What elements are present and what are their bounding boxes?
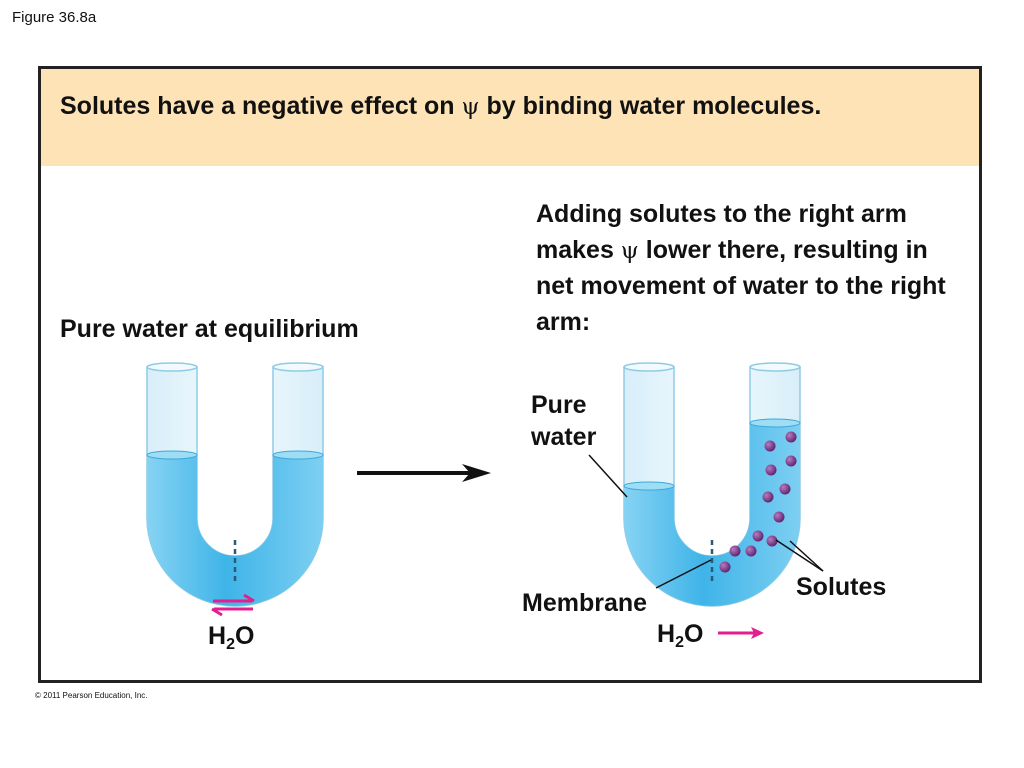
equilibrium-arrows-icon xyxy=(211,593,255,617)
solute-particle xyxy=(766,535,778,547)
right-tube-water-surface-left xyxy=(623,481,675,491)
transition-arrow xyxy=(357,464,491,482)
right-tube-water-surface-right xyxy=(749,418,801,428)
membrane-leader xyxy=(655,559,712,589)
left-tube-water-surface-left xyxy=(146,450,198,460)
right-tube-rim-left xyxy=(623,362,675,372)
pure-water-leader xyxy=(588,454,628,498)
header-text-part1: Solutes have a negative effect on xyxy=(60,92,462,120)
pure-water-label: Pure water xyxy=(531,391,597,451)
solute-particles xyxy=(719,431,797,573)
solute-particle xyxy=(765,464,777,476)
left-tube-water-surface-right xyxy=(272,450,324,460)
solutes-leader-2 xyxy=(789,540,824,572)
left-tube-rim-right xyxy=(272,362,324,372)
solute-particle xyxy=(745,545,757,557)
solute-particle xyxy=(764,440,776,452)
solute-particle xyxy=(785,455,797,467)
solute-particle xyxy=(779,483,791,495)
left-h2o-label: H2O xyxy=(208,622,254,654)
membrane-label: Membrane xyxy=(522,589,648,617)
solute-particle xyxy=(785,431,797,443)
solute-particle xyxy=(752,530,764,542)
right-caption-part1: Adding solutes to the right arm makes xyxy=(536,200,907,264)
right-panel-caption: Adding solutes to the right arm makes ψ … xyxy=(536,197,966,340)
right-tube-rim-right xyxy=(749,362,801,372)
left-tube-rim-left xyxy=(146,362,198,372)
left-panel-caption: Pure water at equilibrium xyxy=(60,315,359,343)
right-caption-part2: lower there, resulting in net movement o… xyxy=(536,235,946,336)
h2o-subscript: 2 xyxy=(675,634,684,651)
right-h2o-label: H2O xyxy=(657,620,703,652)
h2o-h: H xyxy=(657,620,676,648)
psi-symbol-right: ψ xyxy=(620,237,639,264)
leader-lines xyxy=(588,454,824,589)
h2o-o: O xyxy=(683,620,704,648)
panel-header: Solutes have a negative effect on ψ by b… xyxy=(41,69,979,166)
solute-particle xyxy=(719,561,731,573)
h2o-h: H xyxy=(208,622,227,650)
copyright-notice: © 2011 Pearson Education, Inc. xyxy=(35,691,148,700)
header-text-part2: by binding water molecules. xyxy=(479,92,822,120)
left-u-tube xyxy=(146,362,324,607)
psi-symbol: ψ xyxy=(461,94,480,120)
figure-label: Figure 36.8a xyxy=(12,9,97,26)
left-tube-water xyxy=(147,455,323,606)
right-tube-water xyxy=(624,423,800,606)
net-movement-arrow-icon xyxy=(718,627,764,639)
solute-particle xyxy=(773,511,785,523)
solutes-leader-1 xyxy=(775,539,824,572)
solutes-label: Solutes xyxy=(796,573,887,601)
solute-particle xyxy=(762,491,774,503)
h2o-subscript: 2 xyxy=(226,636,235,653)
solute-particle xyxy=(729,545,741,557)
header-text: Solutes have a negative effect on ψ by b… xyxy=(60,89,860,125)
h2o-o: O xyxy=(234,622,255,650)
right-u-tube xyxy=(623,362,801,607)
